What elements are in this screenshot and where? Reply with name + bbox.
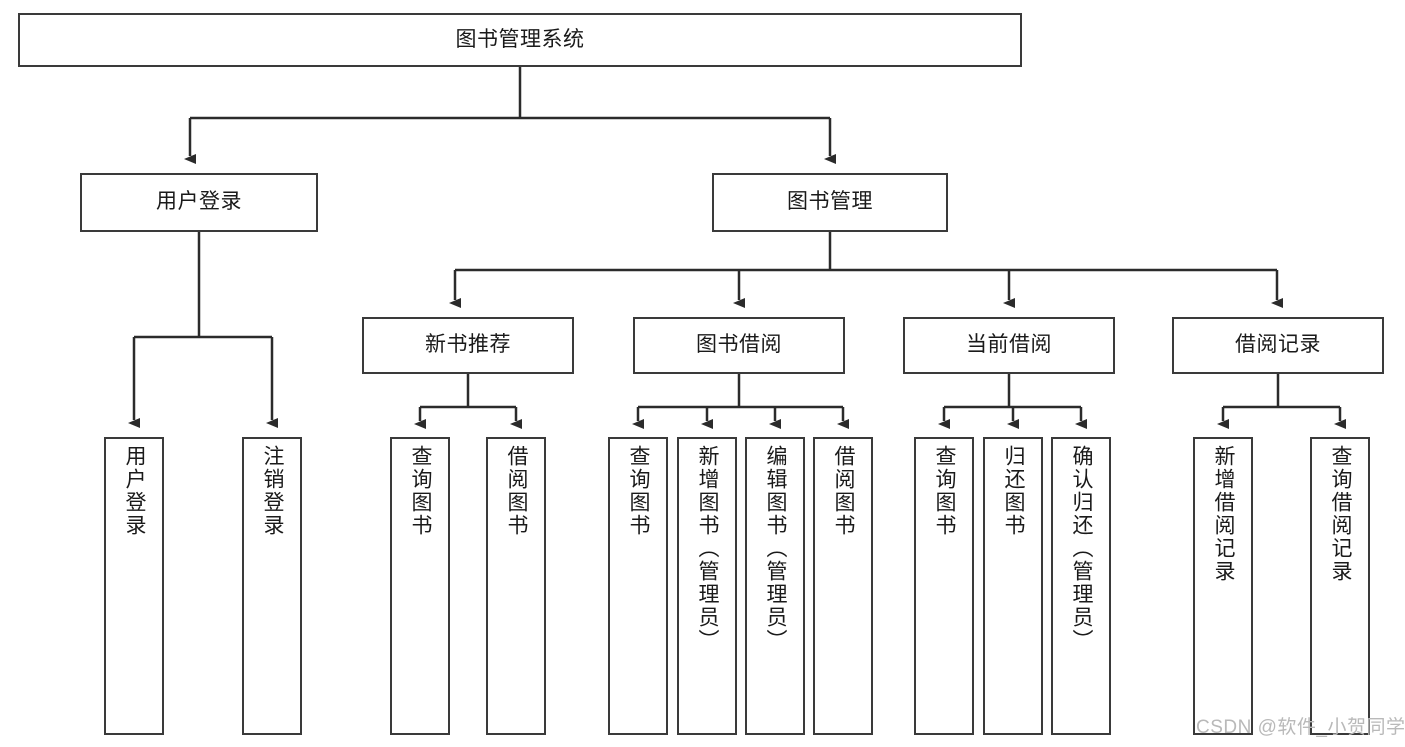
node-new-book-recommend[interactable]: 新书推荐 [362,317,574,374]
csdn-watermark: CSDN @软件_小贺同学 [1196,717,1405,738]
leaf-confirm-return-admin-label: 确认归还（管理员） [1070,445,1094,652]
node-book-borrow-label: 图书借阅 [696,333,782,357]
leaf-borrow-book-recommend-label: 借阅图书 [505,445,529,537]
node-borrow-record[interactable]: 借阅记录 [1172,317,1384,374]
leaf-user-login[interactable]: 用户登录 [104,437,164,735]
node-book-management-label: 图书管理 [787,190,873,214]
leaf-query-book-borrow[interactable]: 查询图书 [608,437,668,735]
node-user-login-label: 用户登录 [156,190,242,214]
leaf-edit-book-admin[interactable]: 编辑图书（管理员） [745,437,805,735]
leaf-query-book-current[interactable]: 查询图书 [914,437,974,735]
leaf-add-borrow-record[interactable]: 新增借阅记录 [1193,437,1253,735]
leaf-query-borrow-record[interactable]: 查询借阅记录 [1310,437,1370,735]
leaf-add-borrow-record-label: 新增借阅记录 [1212,445,1236,583]
leaf-edit-book-admin-label: 编辑图书（管理员） [764,445,788,652]
leaf-query-book-borrow-label: 查询图书 [627,445,651,537]
node-root[interactable]: 图书管理系统 [18,13,1022,67]
node-borrow-record-label: 借阅记录 [1235,333,1321,357]
leaf-query-book-current-label: 查询图书 [933,445,957,537]
leaf-add-book-admin-label: 新增图书（管理员） [696,445,720,652]
leaf-query-book-recommend[interactable]: 查询图书 [390,437,450,735]
leaf-borrow-book-recommend[interactable]: 借阅图书 [486,437,546,735]
node-book-borrow[interactable]: 图书借阅 [633,317,845,374]
leaf-logout[interactable]: 注销登录 [242,437,302,735]
leaf-return-book-label: 归还图书 [1002,445,1026,537]
node-current-borrow[interactable]: 当前借阅 [903,317,1115,374]
leaf-borrow-book[interactable]: 借阅图书 [813,437,873,735]
leaf-return-book[interactable]: 归还图书 [983,437,1043,735]
node-new-book-recommend-label: 新书推荐 [425,333,511,357]
node-root-label: 图书管理系统 [455,27,585,51]
leaf-borrow-book-label: 借阅图书 [832,445,856,537]
node-current-borrow-label: 当前借阅 [966,333,1052,357]
leaf-user-login-label: 用户登录 [123,445,147,537]
leaf-confirm-return-admin[interactable]: 确认归还（管理员） [1051,437,1111,735]
leaf-logout-label: 注销登录 [261,445,285,537]
node-book-management[interactable]: 图书管理 [712,173,948,232]
node-user-login[interactable]: 用户登录 [80,173,318,232]
leaf-add-book-admin[interactable]: 新增图书（管理员） [677,437,737,735]
leaf-query-book-recommend-label: 查询图书 [409,445,433,537]
leaf-query-borrow-record-label: 查询借阅记录 [1329,445,1353,583]
